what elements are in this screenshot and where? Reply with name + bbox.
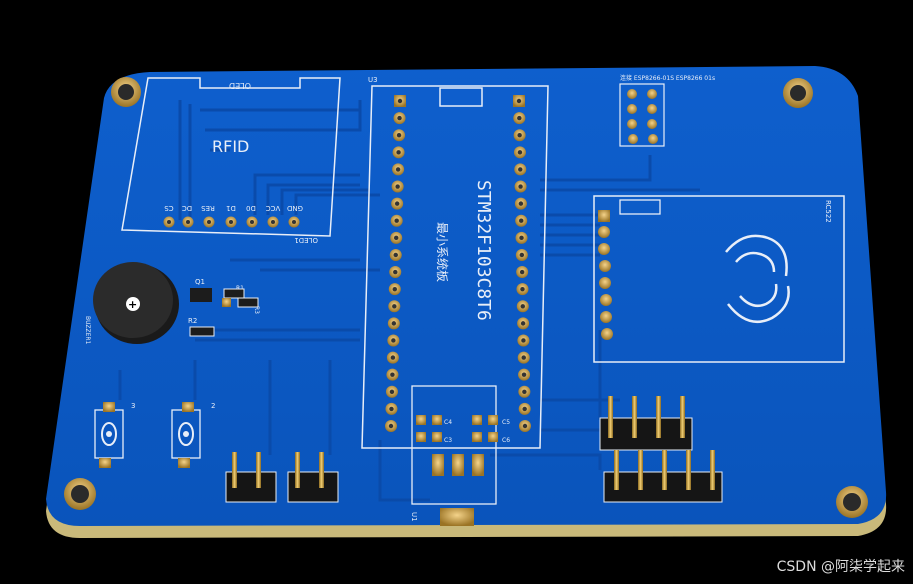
mcu-pin-hole [397,98,403,104]
mcu-pin-hole [395,167,401,172]
mcu-pin-hole [390,372,395,377]
oled-pin-label: D0 [246,204,256,212]
oled-pin-label: GND [287,204,303,212]
copper-traces [118,100,700,502]
mcu-pin-hole [389,406,394,412]
mcu-pin-hole [521,372,527,377]
rc522-pads [598,210,613,340]
esp-header-label: 连接 ESP8266-01S ESP8266 01s [620,74,715,82]
mcu-pin-hole [520,286,525,292]
c6-ref: C6 [502,437,510,444]
mcu-pin-hole [396,133,402,138]
header-4pin [599,396,693,451]
mcu-pin-hole [395,184,400,189]
mcu-pin-hole [520,304,525,309]
mcu-pin-hole [396,150,401,155]
regulator-outline [411,385,497,505]
push-button-2 [171,402,201,468]
mcu-pin-hole [391,338,396,343]
oled-pin-labels: CS DC RES D1 D0 VCC GND [164,204,303,212]
mcu-pin-hole [517,115,522,121]
mcu-pin-hole [520,321,526,326]
mcu-pin-hole [522,406,527,412]
oled-pin-label: VCC [266,204,281,212]
mcu-pin-hole [394,201,400,206]
header-2pin-b [287,452,339,503]
oled-pin-label: DC [182,204,192,212]
mcu-footprint [361,85,549,449]
mcu-pin-hole [522,423,528,429]
mcu-pin-hole [518,167,523,172]
esp-header-outline [619,83,665,147]
mcu-pin-hole [521,355,526,360]
mcu-pin-hole [394,235,399,241]
smd-resistors [189,288,259,337]
mcu-pin-hole [393,269,398,275]
mcu-pin-hole [391,321,397,326]
header-2pin-a [225,452,277,503]
buzzer-ref: BUZZER1 [84,316,91,345]
usb-outline [439,87,483,107]
rc522-footprint [593,195,845,363]
esp-header-pads [627,89,658,144]
mcu-pin-hole [397,115,402,121]
mcu-pin-hole [393,252,398,258]
mcu-pin-hole [517,133,522,138]
oled-pads [163,216,300,228]
mcu-pins-left [385,95,406,432]
mcu-ref: U3 [368,76,378,84]
mcu-pin-hole [517,150,523,155]
mcu-pin-hole [519,252,525,258]
mcu-pin-hole [388,423,394,429]
mcu-part-label: STM32F103C8T6 [473,180,494,321]
mcu-pin-hole [519,218,524,223]
nfc-icon [725,234,790,323]
mcu-pin-hole [392,304,397,309]
mcu-pin-hole [518,201,524,206]
oled-pin-label: RES [201,204,215,212]
oled-pin-label: CS [164,204,174,212]
mcu-pin-hole [516,98,522,104]
oled-footprint [121,77,341,237]
regulator-pads [432,454,484,526]
mcu-pin-hole [390,355,396,360]
mcu-pin-hole [522,389,527,394]
buzzer: + [93,262,179,344]
mcu-pin-hole [392,286,397,292]
button-2-label: 2 [211,402,215,410]
mcu-pin-hole [389,389,395,394]
svg-text:+: + [128,298,137,311]
mounting-holes [64,77,868,518]
c3-ref: C3 [444,437,452,444]
mcu-pin-hole [519,235,524,241]
mcu-sub-label: 最小系统板 [435,222,449,282]
mcu-pins-right [513,95,531,432]
mcu-pin-hole [518,184,523,189]
rc522-marker [619,199,661,215]
q1-ref: Q1 [195,278,205,286]
r3-ref: R3 [253,306,260,314]
mcu-pin-hole [394,218,399,223]
push-button-3 [94,402,124,468]
oled-pin-label: D1 [226,204,236,212]
mcu-pin-hole [519,269,525,275]
oled-ref: OLED1 [294,236,318,244]
oled-title: OLED [229,81,251,90]
c4-ref: C4 [444,419,452,426]
q1-body [190,288,212,302]
rc522-ref: RC522 [824,200,832,223]
capacitors [416,415,498,442]
u1-ref: U1 [410,512,418,522]
r2-ref: R2 [188,317,197,325]
rfid-label: RFID [212,137,249,156]
header-5pin [603,450,723,503]
c5-ref: C5 [502,419,510,426]
mcu-pin-hole [521,338,526,343]
button-3-label: 3 [131,402,135,410]
watermark: CSDN @阿柒学起来 [776,559,905,575]
